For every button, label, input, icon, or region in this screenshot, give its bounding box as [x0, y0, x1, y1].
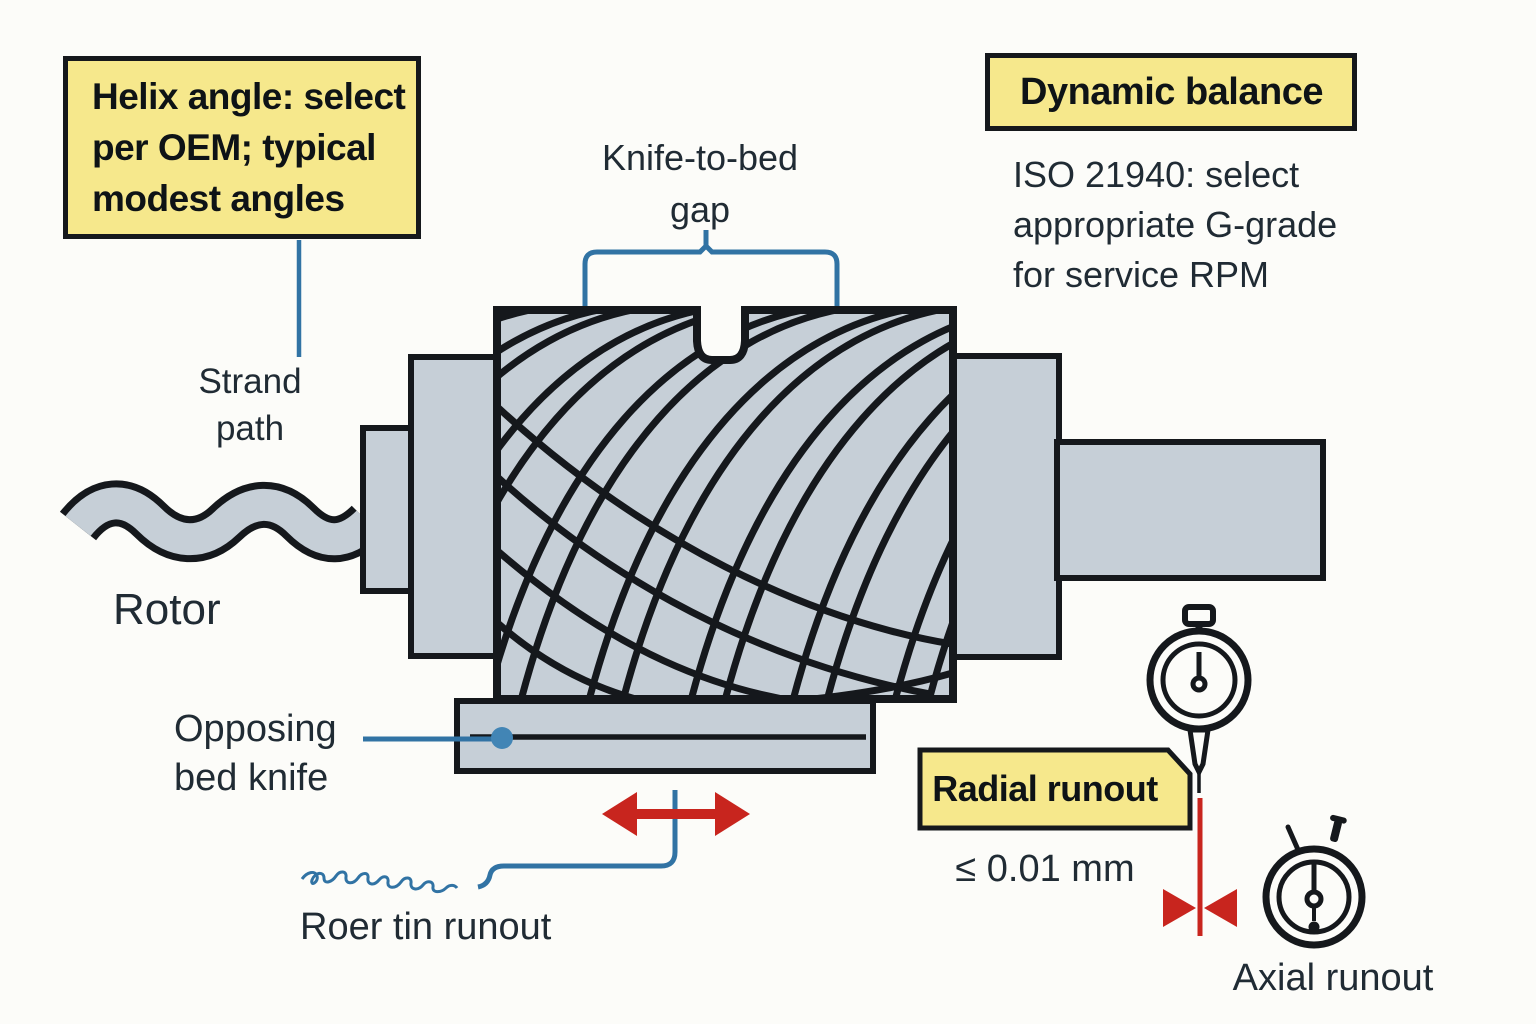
tip-runout-label: Roer tin runout — [300, 906, 552, 948]
right-bearing-block — [948, 353, 1062, 660]
double-headed-arrow-icon — [602, 792, 750, 836]
iso-body-line: for service RPM — [1013, 254, 1270, 295]
radial-runout-plate — [917, 747, 1193, 831]
rotor-body — [493, 306, 957, 703]
left-bearing-blocks — [360, 354, 501, 659]
leader-dot — [491, 727, 513, 749]
bed-knife-leader — [363, 727, 513, 749]
radial-runout-label: Radial runout — [932, 768, 1158, 809]
dynamic-balance-callout: Dynamic balance — [985, 53, 1357, 131]
helix-callout-line: Helix angle: select — [92, 76, 406, 117]
output-shaft — [1054, 439, 1326, 581]
iso-body-line: ISO 21940: select — [1013, 154, 1300, 195]
iso-body-line: appropriate G-grade — [1013, 204, 1338, 245]
strand-path-line: path — [215, 409, 285, 448]
dial-indicator-axial-icon — [1262, 814, 1366, 949]
bed-knife-line: Opposing — [174, 708, 337, 750]
helix-callout-line: modest angles — [92, 178, 345, 219]
bed-knife-line: bed knife — [174, 757, 329, 799]
dial-indicator-radial-icon — [1146, 604, 1252, 793]
gap-bracket — [582, 230, 840, 306]
knife-gap-line: gap — [669, 189, 731, 230]
helix-flutes — [497, 310, 953, 699]
helix-callout-line: per OEM; typical — [92, 127, 376, 168]
dynamic-balance-body: ISO 21940: select appropriate G-grade fo… — [1013, 150, 1413, 300]
tip-runout-leader — [300, 790, 678, 894]
strand-path-line: Strand — [198, 362, 302, 401]
scribble-mark — [300, 870, 459, 894]
bed-knife-bar — [454, 698, 876, 774]
helix-angle-callout: Helix angle: select per OEM; typical mod… — [63, 56, 421, 239]
knife-gap-line: Knife-to-bed — [601, 137, 799, 178]
inward-triangles-icon — [1163, 889, 1237, 927]
strand-path-label: Strand path — [160, 358, 340, 452]
knife-gap-label: Knife-to-bed gap — [540, 132, 860, 236]
rotor-label: Rotor — [113, 585, 221, 634]
strand-wave — [59, 480, 385, 563]
radial-measure-line — [1163, 798, 1237, 936]
dynamic-balance-title: Dynamic balance — [1020, 71, 1323, 113]
radial-runout-tolerance: ≤ 0.01 mm — [955, 848, 1135, 890]
axial-runout-label: Axial runout — [1232, 957, 1434, 999]
bed-knife-label: Opposing bed knife — [174, 705, 394, 803]
